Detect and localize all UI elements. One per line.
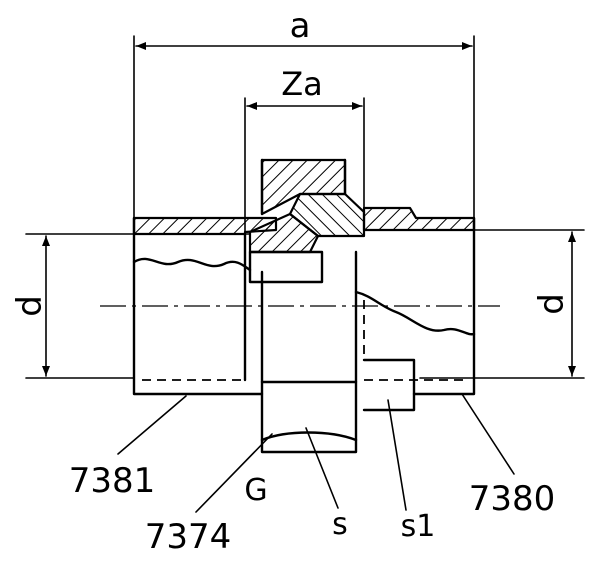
label-d-left: d [10, 295, 50, 317]
right-socket-7380 [354, 206, 476, 412]
union-nut-7374 [248, 158, 366, 454]
label-7380: 7380 [469, 479, 556, 519]
left-socket-7381 [132, 216, 324, 396]
label-g: G [244, 473, 267, 508]
dimension-a [133, 35, 475, 227]
leader-lines [117, 393, 515, 513]
label-za: Za [281, 65, 323, 103]
label-d-right: d [532, 293, 572, 315]
label-s1: s1 [401, 509, 436, 544]
label-7374: 7374 [145, 517, 232, 557]
label-a: a [290, 6, 311, 46]
dimension-za [244, 97, 365, 237]
label-7381: 7381 [69, 461, 156, 501]
label-s: s [332, 507, 348, 542]
